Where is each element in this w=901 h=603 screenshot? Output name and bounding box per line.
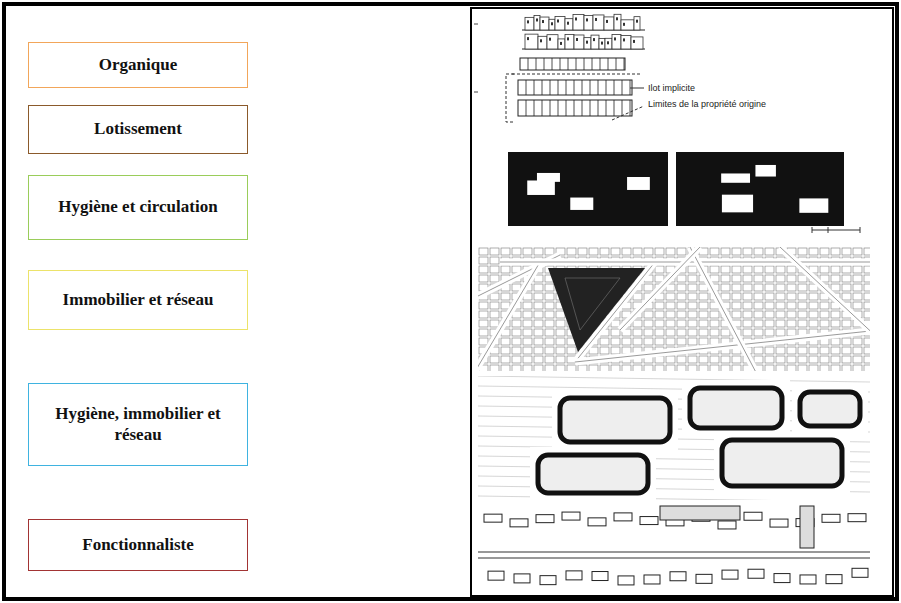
category-box: Lotissement <box>28 105 248 154</box>
plan-annotation: Ilot implicite <box>648 84 695 94</box>
category-label: Organique <box>99 55 177 75</box>
category-label: Hygiène et circulation <box>58 197 217 217</box>
hygienist-blocks <box>508 152 860 233</box>
category-box: Hygiène et circulation <box>28 175 248 240</box>
mixed-blocks <box>478 376 870 502</box>
category-label: Immobilier et réseau <box>63 290 214 310</box>
category-box: Fonctionnaliste <box>28 519 248 571</box>
category-label: Hygiène, immobilier et réseau <box>37 404 239 445</box>
category-box: Immobilier et réseau <box>28 270 248 330</box>
category-box: Hygiène, immobilier et réseau <box>28 383 248 466</box>
haussmann-network <box>470 247 880 380</box>
category-label: Lotissement <box>94 119 182 139</box>
lot-subdivision <box>474 58 644 122</box>
organic-facades <box>474 14 645 49</box>
category-label: Fonctionnaliste <box>82 535 193 555</box>
category-box: Organique <box>28 42 248 88</box>
functionalist-slabs <box>478 506 870 585</box>
plan-annotation: Limites de la propriété origine <box>648 100 766 110</box>
